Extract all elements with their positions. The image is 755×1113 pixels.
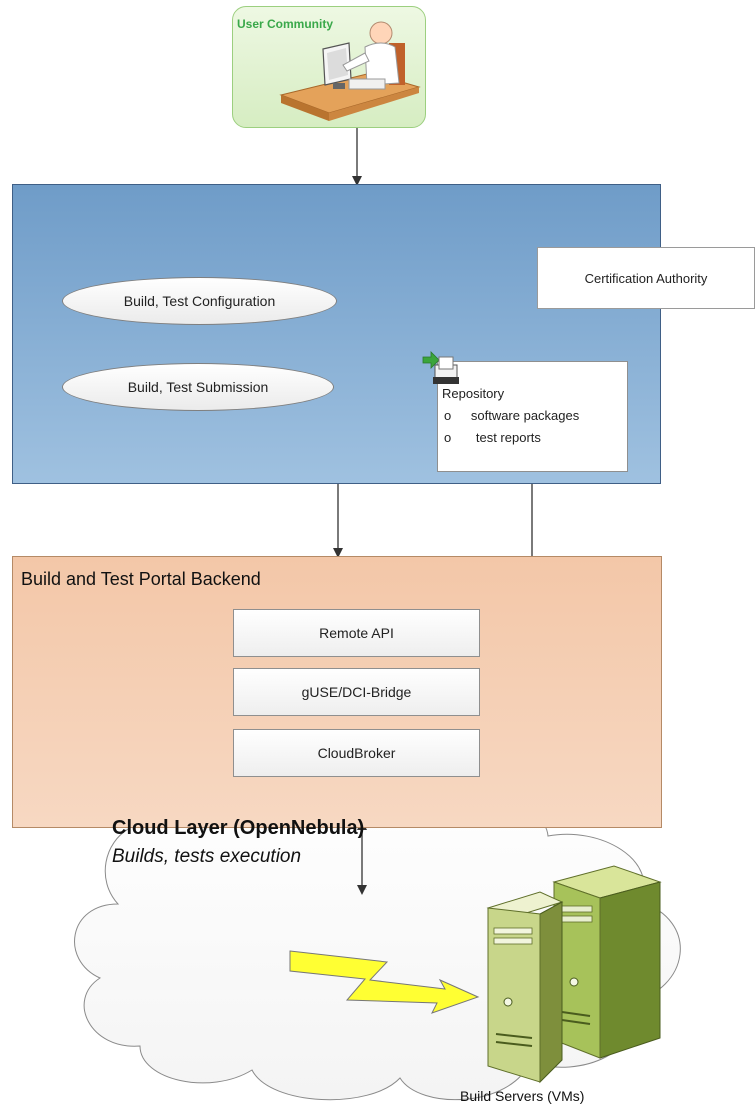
build-test-configuration-label: Build, Test Configuration (123, 293, 276, 309)
user-at-computer-icon (279, 21, 421, 121)
cloudbroker-label: CloudBroker (317, 745, 396, 761)
cloud-layer-subtitle: Builds, tests execution (112, 846, 302, 867)
repository-item: o test reports (444, 430, 541, 445)
build-test-submission-node[interactable]: Build, Test Submission (62, 363, 334, 411)
build-servers-label: Build Servers (VMs) (460, 1088, 585, 1104)
server-icon (552, 865, 662, 1059)
guse-dci-bridge-label: gUSE/DCI-Bridge (301, 684, 412, 700)
server-icon (486, 891, 564, 1084)
repository-item-label: software packages (470, 408, 580, 423)
repository-bullet: o (444, 430, 452, 445)
remote-api-box[interactable]: Remote API (233, 609, 480, 657)
repository-bullet: o (444, 408, 452, 423)
lightning-icon (289, 950, 480, 1014)
build-servers-icon (486, 865, 662, 1084)
build-test-submission-label: Build, Test Submission (127, 379, 269, 395)
repository-icon (422, 351, 459, 384)
repository-box[interactable]: Repository o software packages o test re… (437, 361, 628, 472)
certification-authority-label: Certification Authority (584, 270, 708, 286)
user-community-box: User Community (232, 6, 426, 128)
guse-dci-bridge-box[interactable]: gUSE/DCI-Bridge (233, 668, 480, 716)
certification-authority-box[interactable]: Certification Authority (537, 247, 755, 309)
remote-api-label: Remote API (319, 625, 394, 641)
backend-title: Build and Test Portal Backend (21, 569, 261, 589)
user-community-label: User Community (237, 17, 334, 31)
repository-item-label: test reports (475, 430, 541, 445)
build-test-configuration-node[interactable]: Build, Test Configuration (62, 277, 337, 325)
repository-item: o software packages (444, 408, 579, 423)
cloud-layer-title: Cloud Layer (OpenNebula) (112, 817, 365, 839)
repository-title: Repository (442, 386, 505, 401)
cloudbroker-box[interactable]: CloudBroker (233, 729, 480, 777)
